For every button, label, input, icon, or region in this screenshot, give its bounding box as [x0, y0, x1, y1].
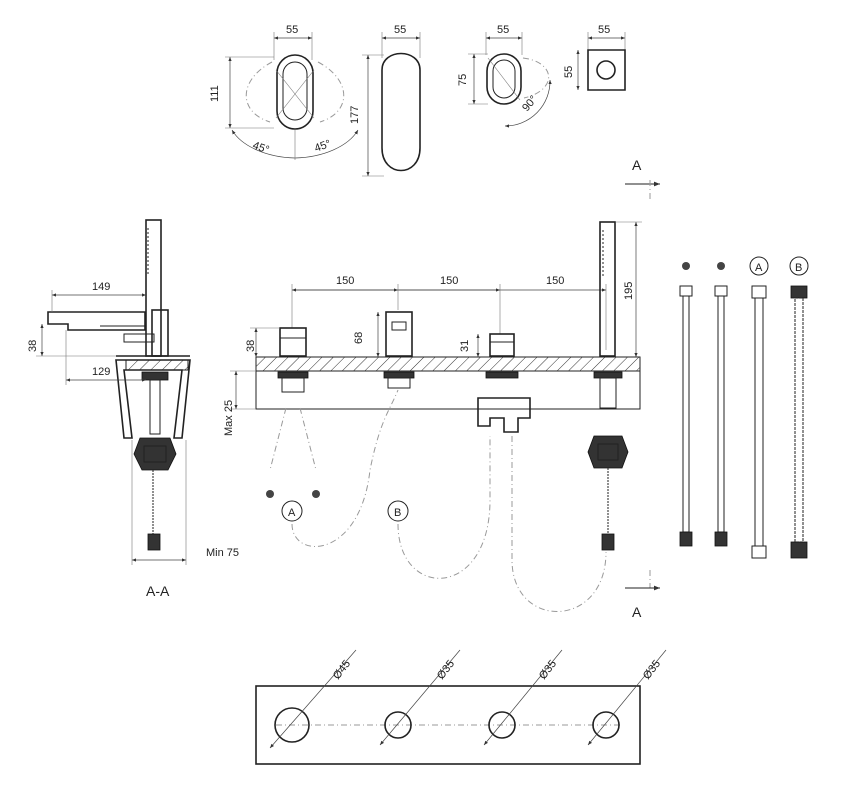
hose-label-b: B — [795, 262, 802, 274]
hole-3-label: Ø35 — [537, 658, 559, 682]
front-dim-38-label: 38 — [245, 340, 257, 352]
section-caption: A-A — [146, 583, 170, 599]
holder-height-label: 55 — [563, 66, 575, 78]
spout-height-label: 177 — [349, 106, 361, 124]
front-dim-195-label: 195 — [623, 282, 635, 300]
front-view: 150 150 150 38 Max 25 68 31 — [223, 221, 642, 612]
lever-height-label: 111 — [209, 85, 221, 102]
drill-plate: Ø45 Ø35 Ø35 Ø35 — [255, 649, 667, 765]
hoses-group: A B — [679, 256, 809, 559]
holder-width-label: 55 — [598, 24, 610, 36]
hole-1-label: Ø45 — [331, 658, 353, 682]
diverter-top-view: 55 75 90° — [457, 24, 552, 128]
side-dim-38-label: 38 — [27, 340, 39, 352]
front-dim-max25-label: Max 25 — [223, 400, 235, 436]
hose-label-a: A — [755, 262, 763, 274]
section-marker-top: A — [625, 157, 660, 200]
lever-angle-left-label: 45° — [251, 140, 271, 157]
lever-top-view: 55 111 45° 45° — [209, 24, 359, 160]
front-dim-31-label: 31 — [459, 340, 471, 352]
side-section-view: 149 129 38 Min 75 A-A — [27, 219, 239, 599]
front-spacing-3-label: 150 — [546, 275, 564, 287]
spout-width-label: 55 — [394, 24, 406, 36]
front-spacing-1-label: 150 — [336, 275, 354, 287]
section-marker-bottom: A — [625, 570, 660, 620]
front-dim-68-label: 68 — [353, 332, 365, 344]
lever-width-label: 55 — [286, 24, 298, 36]
diverter-angle-label: 90° — [520, 93, 540, 113]
hole-2-label: Ø35 — [435, 658, 457, 682]
side-dim-149-label: 149 — [92, 281, 110, 293]
side-dim-min75-label: Min 75 — [206, 547, 239, 559]
front-label-b: B — [394, 507, 401, 519]
diverter-width-label: 55 — [497, 24, 509, 36]
front-label-a: A — [288, 507, 296, 519]
spout-top-view: 55 177 — [349, 24, 421, 177]
section-marker-bottom-label: A — [632, 604, 642, 620]
diverter-height-label: 75 — [457, 74, 469, 86]
section-marker-top-label: A — [632, 157, 642, 173]
side-dim-129-label: 129 — [92, 366, 110, 378]
front-spacing-2-label: 150 — [440, 275, 458, 287]
hole-4-label: Ø35 — [641, 658, 663, 682]
holder-top-view: 55 55 — [563, 24, 626, 91]
lever-angle-right-label: 45° — [313, 138, 333, 155]
